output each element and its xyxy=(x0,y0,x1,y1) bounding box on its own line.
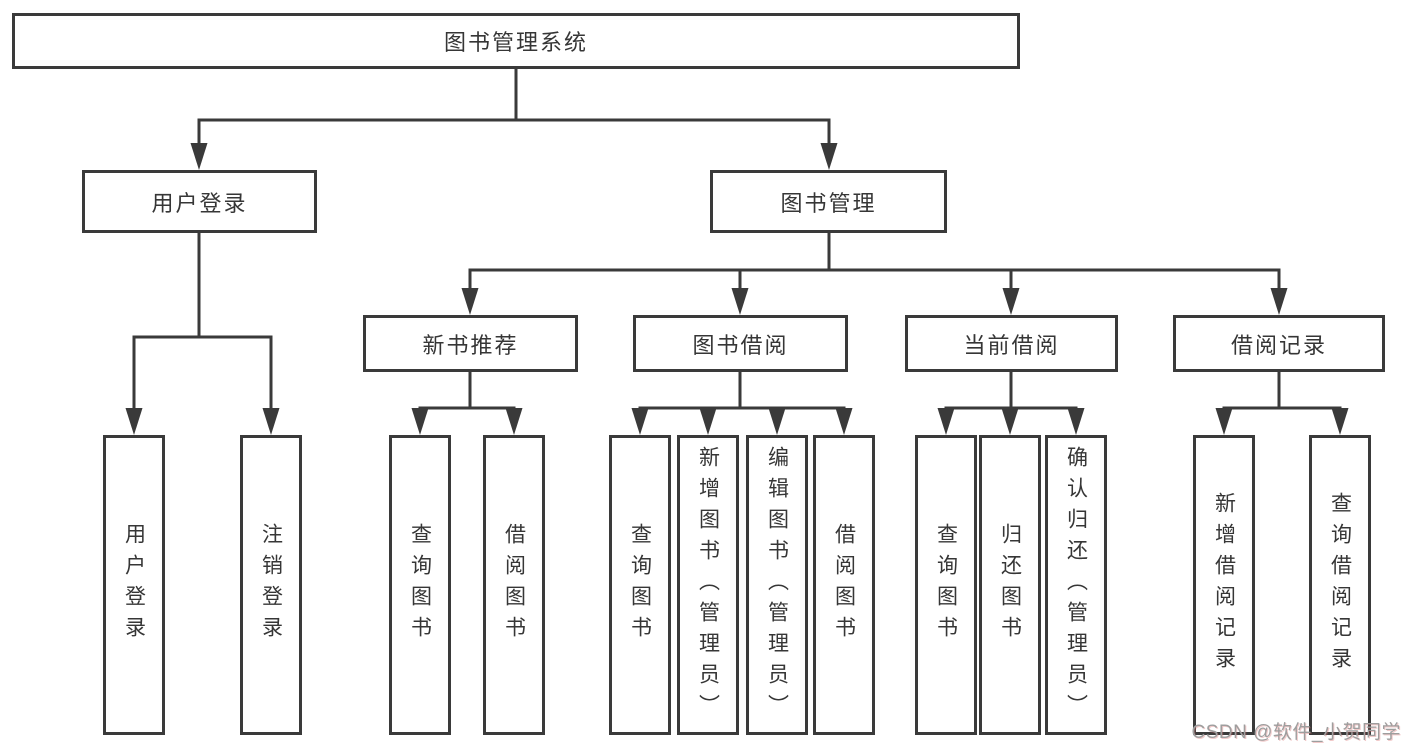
node-label: 用户登录 xyxy=(122,523,146,647)
node-label: 新增借阅记录 xyxy=(1212,492,1236,678)
node-label: 当前借阅 xyxy=(963,332,1060,358)
node-label: 查询图书 xyxy=(934,523,958,647)
node-label: 查询图书 xyxy=(628,523,652,647)
leaf-edit-books-admin: 编辑图书（管理员） xyxy=(746,435,808,735)
node-label: 归还图书 xyxy=(998,523,1022,647)
leaf-query-books-current: 查询图书 xyxy=(915,435,977,735)
node-label: 查询借阅记录 xyxy=(1328,492,1352,678)
node-current-borrow: 当前借阅 xyxy=(905,315,1118,372)
leaf-borrow-books: 借阅图书 xyxy=(813,435,875,735)
node-new-book-recommend: 新书推荐 xyxy=(363,315,578,372)
leaf-borrow-books-recommend: 借阅图书 xyxy=(483,435,545,735)
node-user-login: 用户登录 xyxy=(82,170,317,233)
watermark: CSDN @软件_小贺同学 xyxy=(1191,722,1401,743)
node-label: 用户登录 xyxy=(151,190,248,216)
leaf-logout: 注销登录 xyxy=(240,435,302,735)
connector-arrowheads xyxy=(125,143,1349,435)
node-label: 图书管理 xyxy=(780,190,877,216)
leaf-add-borrow-record: 新增借阅记录 xyxy=(1193,435,1255,735)
leaf-return-books: 归还图书 xyxy=(979,435,1041,735)
node-label: 查询图书 xyxy=(408,523,432,647)
node-label: 借阅图书 xyxy=(502,523,526,647)
node-book-management: 图书管理 xyxy=(710,170,947,233)
node-label: 图书借阅 xyxy=(692,332,789,358)
node-root: 图书管理系统 xyxy=(12,13,1020,69)
node-book-borrow: 图书借阅 xyxy=(633,315,848,372)
leaf-query-books-borrow: 查询图书 xyxy=(609,435,671,735)
node-label: 新书推荐 xyxy=(422,332,519,358)
leaf-confirm-return-admin: 确认归还（管理员） xyxy=(1045,435,1107,735)
leaf-query-books-recommend: 查询图书 xyxy=(389,435,451,735)
leaf-query-borrow-record: 查询借阅记录 xyxy=(1309,435,1371,735)
node-label: 借阅记录 xyxy=(1230,332,1327,358)
node-label: 注销登录 xyxy=(259,523,283,647)
node-label: 确认归还（管理员） xyxy=(1064,445,1088,725)
node-label: 借阅图书 xyxy=(832,523,856,647)
leaf-user-login: 用户登录 xyxy=(103,435,165,735)
node-label: 图书管理系统 xyxy=(443,30,588,55)
node-borrow-records: 借阅记录 xyxy=(1173,315,1385,372)
node-label: 编辑图书（管理员） xyxy=(765,445,789,725)
leaf-add-books-admin: 新增图书（管理员） xyxy=(677,435,739,735)
node-label: 新增图书（管理员） xyxy=(696,445,720,725)
